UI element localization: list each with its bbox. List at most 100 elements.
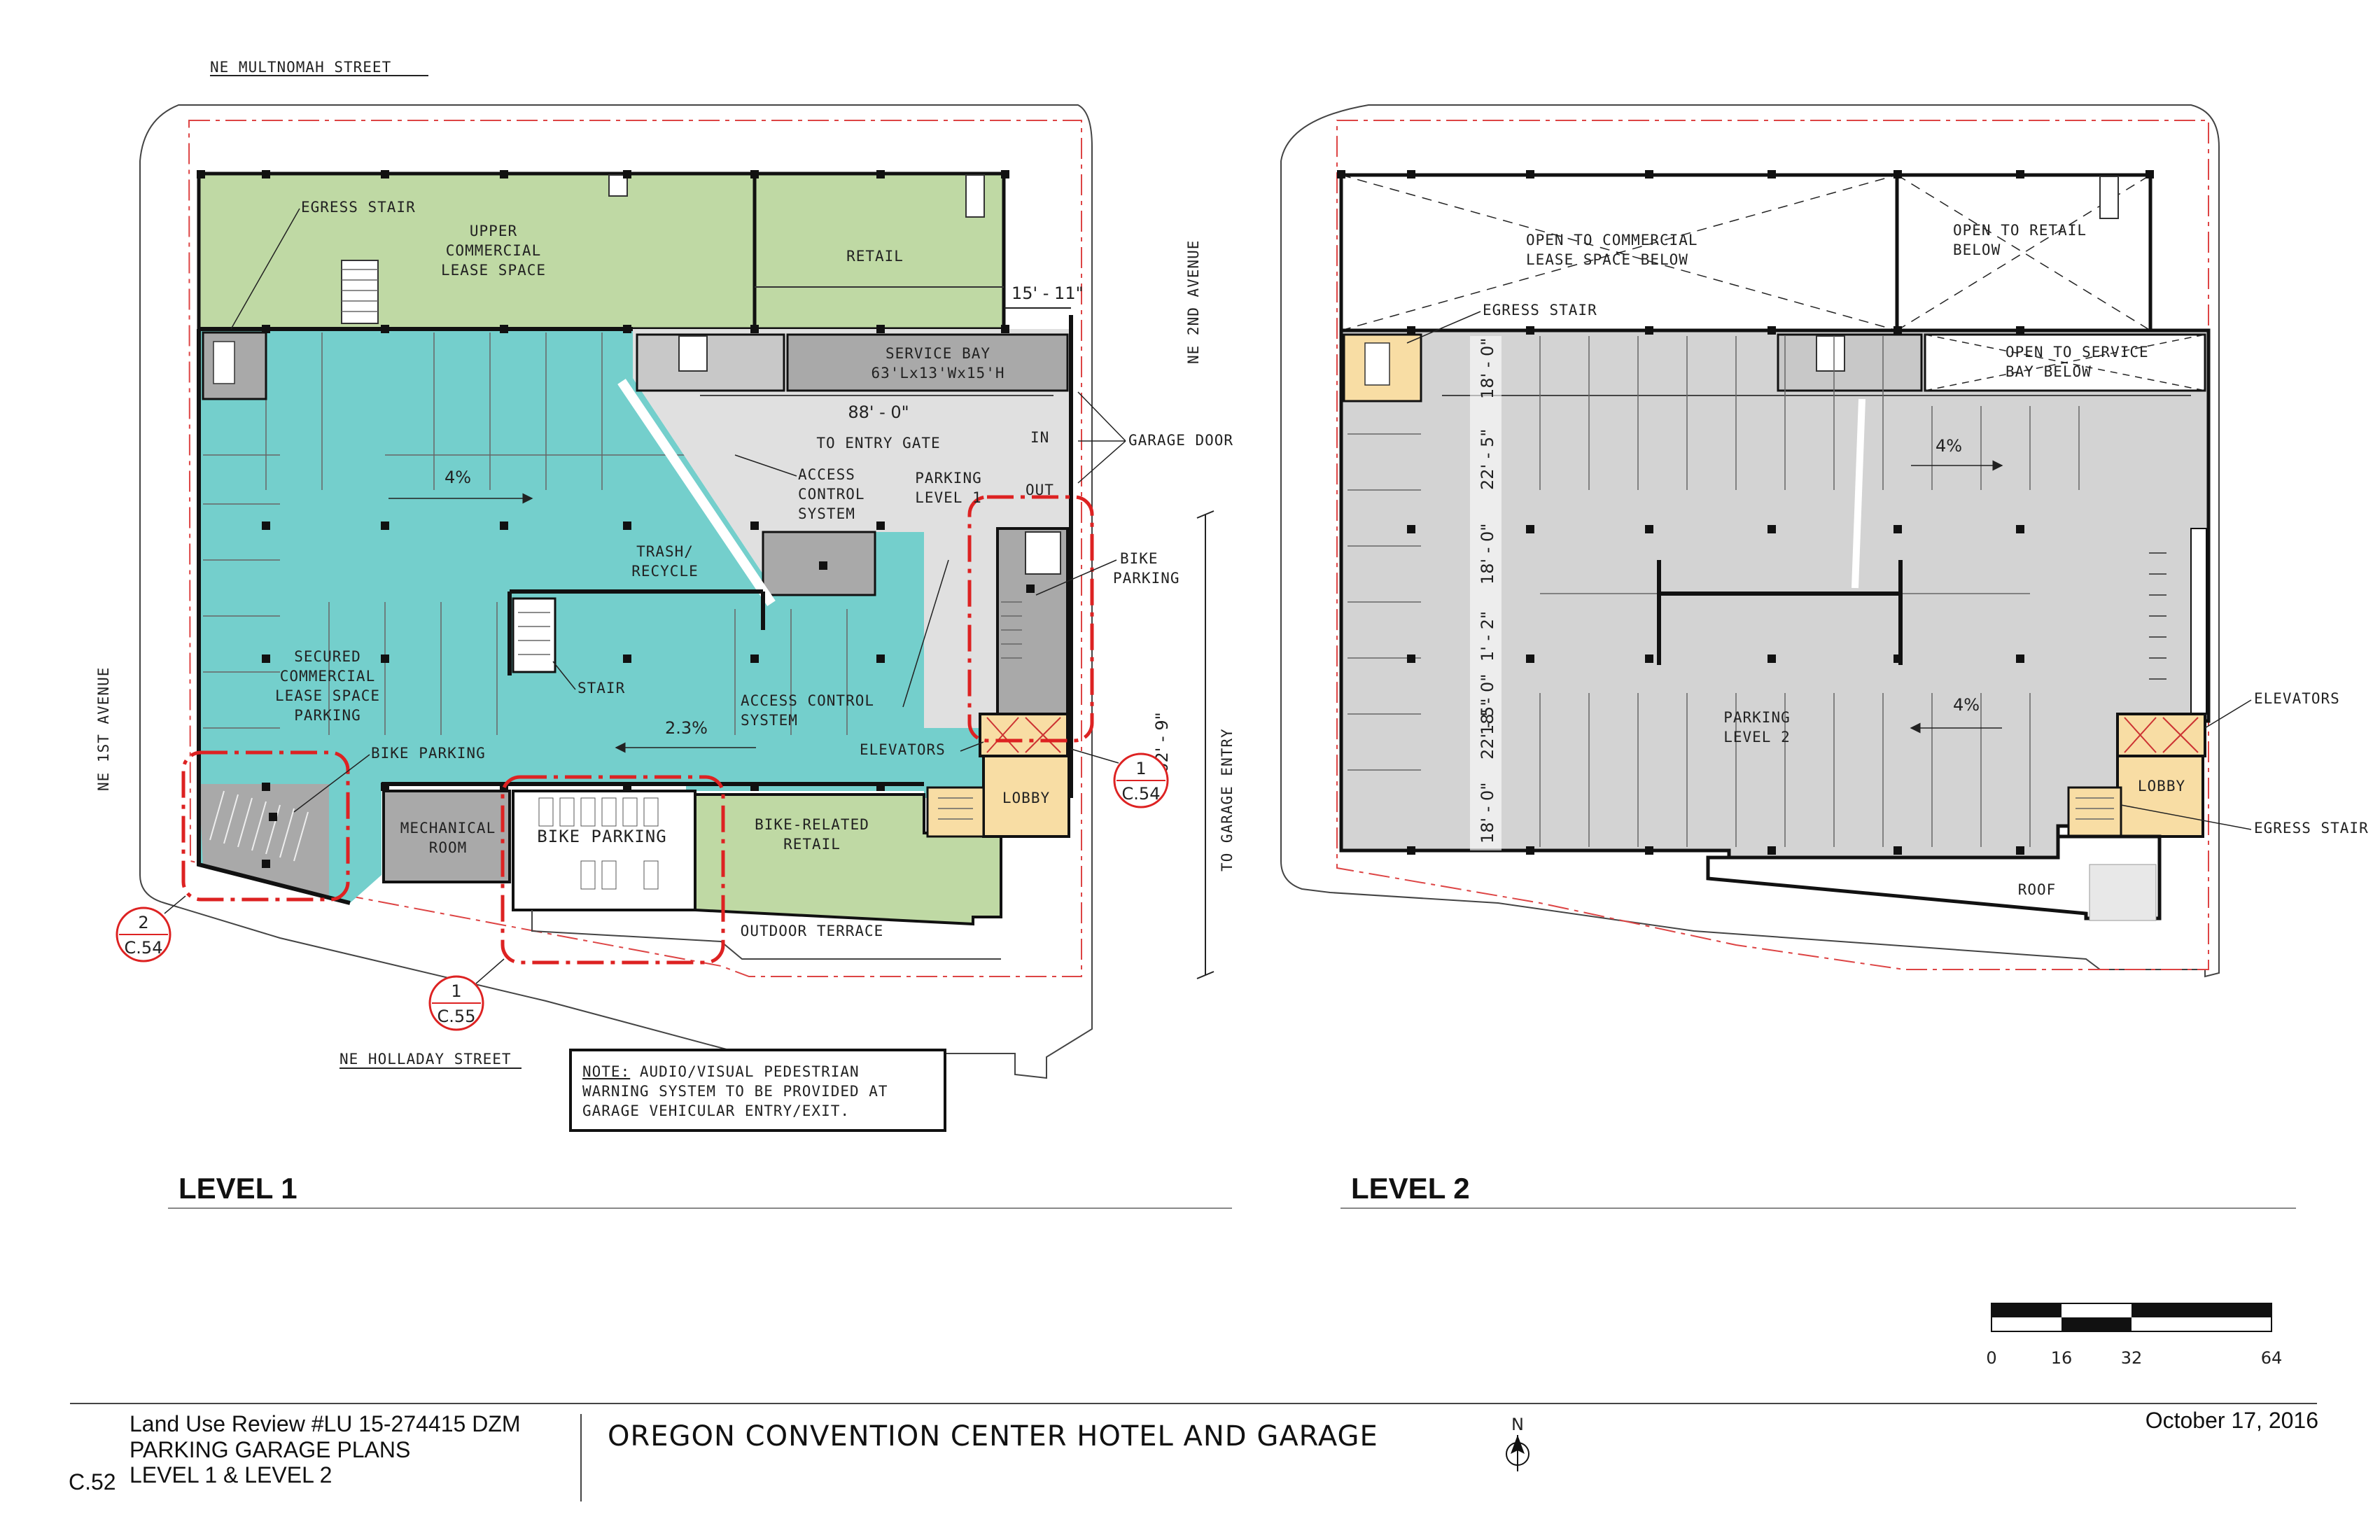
svg-text:C.54: C.54 bbox=[125, 938, 163, 958]
l1-mech-1: MECHANICAL bbox=[400, 820, 496, 836]
tb-sheet-number: C.52 bbox=[69, 1469, 116, 1494]
scale-bar: 0 16 32 64 bbox=[1986, 1303, 2282, 1368]
level2-lobby bbox=[2116, 755, 2204, 838]
l2-roof: ROOF bbox=[2018, 881, 2057, 898]
l1-secured-4: PARKING bbox=[294, 707, 361, 724]
service-bay bbox=[786, 333, 1069, 392]
callout-box-east bbox=[967, 495, 1094, 743]
l1-secured-3: LEASE SPACE bbox=[275, 687, 380, 704]
level1-title: LEVEL 1 bbox=[178, 1172, 298, 1205]
central-stair bbox=[512, 597, 556, 673]
svg-text:GARAGE VEHICULAR ENTRY/EXIT.: GARAGE VEHICULAR ENTRY/EXIT. bbox=[582, 1102, 850, 1119]
svg-text:2: 2 bbox=[138, 913, 148, 932]
l1-in-label: IN bbox=[1030, 429, 1049, 446]
l2-slope-top: 4% bbox=[1935, 436, 1962, 456]
callout-box-west bbox=[181, 750, 350, 902]
callout-1-c55[interactable]: 1 C.55 bbox=[428, 958, 505, 1031]
level1-elevators bbox=[979, 713, 1069, 757]
l2-dim-4: 1' - 2" bbox=[1478, 611, 1497, 662]
street-east: NE 2ND AVENUE bbox=[1185, 240, 1202, 364]
l1-service-bay-size: 63'Lx13'Wx15'H bbox=[871, 365, 1004, 382]
l1-outdoor-terrace: OUTDOOR TERRACE bbox=[741, 923, 884, 939]
l1-secured-2: COMMERCIAL bbox=[280, 668, 375, 685]
l1-access-2: CONTROL bbox=[798, 486, 865, 503]
street-south: NE HOLLADAY STREET bbox=[340, 1051, 512, 1068]
l1-parking-1: PARKING bbox=[915, 470, 982, 486]
svg-text:NOTE: AUDIO/VISUAL PEDESTRIAN: NOTE: AUDIO/VISUAL PEDESTRIAN bbox=[582, 1063, 860, 1080]
svg-text:WARNING SYSTEM TO BE PROVIDED: WARNING SYSTEM TO BE PROVIDED AT bbox=[582, 1083, 888, 1100]
l1-secured-1: SECURED bbox=[294, 648, 361, 665]
l1-access-3: SYSTEM bbox=[798, 505, 855, 522]
retail-area bbox=[752, 172, 1006, 331]
l1-bike-east-2: PARKING bbox=[1113, 570, 1180, 587]
l1-elevators: ELEVATORS bbox=[860, 741, 946, 758]
l2-dim-1: 18' - 0" bbox=[1478, 338, 1497, 399]
l1-to-garage-entry: TO GARAGE ENTRY bbox=[1219, 728, 1236, 872]
l2-slope-bottom: 4% bbox=[1953, 695, 1980, 715]
level1-site-outline bbox=[139, 104, 1093, 1079]
level2-property-line bbox=[1336, 120, 2209, 970]
l2-open-retail-2: BELOW bbox=[1953, 241, 2001, 258]
l1-out-label: OUT bbox=[1026, 482, 1054, 498]
l1-trash-2: RECYCLE bbox=[631, 563, 699, 580]
tb-review: Land Use Review #LU 15-274415 DZM bbox=[130, 1411, 521, 1436]
l1-to-entry-gate: TO ENTRY GATE bbox=[816, 435, 940, 451]
l1-slope-4: 4% bbox=[444, 468, 471, 487]
l1-upper-commercial-1: UPPER bbox=[470, 223, 517, 239]
tb-plan-title: PARKING GARAGE PLANS bbox=[130, 1437, 410, 1462]
l1-bike-retail-1: BIKE-RELATED bbox=[755, 816, 869, 833]
level2-stall-lines bbox=[1348, 336, 2080, 847]
svg-text:0: 0 bbox=[1986, 1348, 1996, 1368]
l2-open-service-1: OPEN TO SERVICE bbox=[2005, 344, 2149, 360]
l1-bike-room: BIKE PARKING bbox=[537, 827, 666, 846]
level2-egress-stair-se bbox=[2067, 786, 2122, 838]
level1-columns bbox=[197, 170, 1035, 868]
roof-area bbox=[1706, 834, 2162, 920]
callout-box-south bbox=[500, 775, 725, 965]
l1-garage-door: GARAGE DOOR bbox=[1128, 432, 1233, 449]
north-arrow-icon: N bbox=[1506, 1415, 1530, 1471]
l1-parking-2: LEVEL 1 bbox=[915, 489, 982, 506]
l1-dim-88: 88' - 0" bbox=[848, 402, 909, 422]
l1-dim-15-11: 15' - 11" bbox=[1011, 284, 1084, 303]
l2-dim-2: 22' - 5" bbox=[1478, 429, 1497, 490]
level2-site-outline bbox=[1280, 104, 2220, 978]
street-west: NE 1ST AVENUE bbox=[95, 667, 112, 791]
level1-plan bbox=[139, 104, 1094, 1079]
parking-level1-area bbox=[633, 329, 1071, 728]
tb-project: OREGON CONVENTION CENTER HOTEL AND GARAG… bbox=[608, 1420, 1378, 1452]
street-north: NE MULTNOMAH STREET bbox=[210, 59, 391, 76]
level2-title: LEVEL 2 bbox=[1351, 1172, 1470, 1205]
l1-mech-2: ROOM bbox=[429, 839, 468, 856]
l1-lobby: LOBBY bbox=[1002, 790, 1050, 806]
svg-text:16: 16 bbox=[2051, 1348, 2073, 1368]
l2-dim-6: 22' - 5" bbox=[1478, 699, 1497, 760]
l1-slope-23: 2.3% bbox=[665, 718, 708, 738]
l1-access2-1: ACCESS CONTROL bbox=[741, 692, 874, 709]
callout-2-c54[interactable]: 2 C.54 bbox=[115, 895, 186, 962]
level2-columns bbox=[1337, 170, 2154, 855]
bike-parking-west bbox=[199, 784, 329, 896]
level2-plan bbox=[1280, 104, 2220, 978]
pedestrian-note: NOTE: AUDIO/VISUAL PEDESTRIAN WARNING SY… bbox=[569, 1049, 946, 1132]
l2-open-commercial-1: OPEN TO COMMERCIAL bbox=[1526, 232, 1698, 248]
bike-parking-room bbox=[512, 790, 696, 911]
l2-parking-1: PARKING bbox=[1723, 709, 1791, 726]
l1-trash-1: TRASH/ bbox=[636, 543, 694, 560]
callout-1-c54[interactable]: 1 C.54 bbox=[1070, 748, 1169, 808]
l1-bike-retail-2: RETAIL bbox=[783, 836, 841, 853]
tb-plan-levels: LEVEL 1 & LEVEL 2 bbox=[130, 1462, 332, 1488]
l2-open-service-2: BAY BELOW bbox=[2005, 363, 2092, 380]
l1-bike-east-1: BIKE bbox=[1120, 550, 1158, 567]
l2-dim-5-visible: 18' - 0" bbox=[1478, 674, 1497, 735]
level2-elevators bbox=[2116, 713, 2206, 757]
l1-retail-label: RETAIL bbox=[846, 248, 904, 265]
svg-text:N: N bbox=[1511, 1415, 1524, 1434]
l2-open-retail-1: OPEN TO RETAIL bbox=[1953, 222, 2087, 239]
l2-elevators: ELEVATORS bbox=[2254, 690, 2340, 707]
l1-stair-label: STAIR bbox=[578, 680, 625, 696]
svg-text:C.55: C.55 bbox=[438, 1007, 476, 1026]
l2-dim-3: 18' - 0" bbox=[1478, 524, 1497, 584]
svg-text:1: 1 bbox=[1135, 759, 1146, 778]
